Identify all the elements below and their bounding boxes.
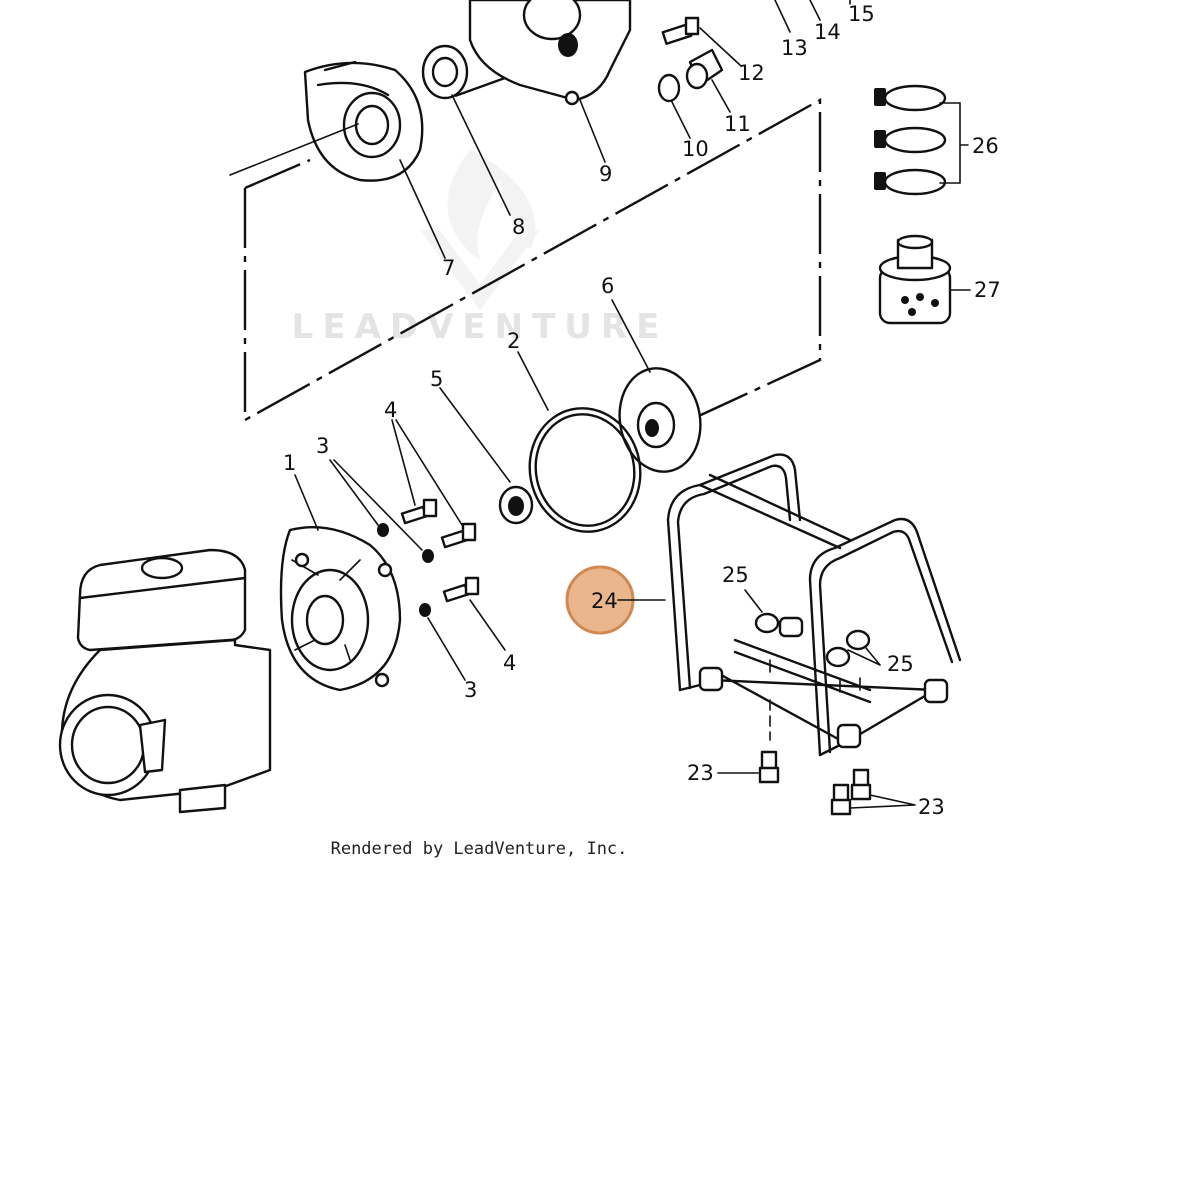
part-25-nuts bbox=[744, 589, 881, 693]
callout-24[interactable]: 24 bbox=[591, 589, 618, 613]
callout-10[interactable]: 10 bbox=[682, 137, 709, 161]
callout-15[interactable]: 15 bbox=[848, 2, 875, 26]
part-8-seal bbox=[421, 44, 511, 216]
callout-4-upper[interactable]: 4 bbox=[384, 398, 397, 422]
part-27-strainer bbox=[878, 234, 971, 325]
part-1-adapter-plate bbox=[279, 474, 402, 692]
part-5-mechanical-seal bbox=[439, 387, 534, 525]
callout-13[interactable]: 13 bbox=[781, 36, 808, 60]
callout-25-upper[interactable]: 25 bbox=[722, 563, 749, 587]
watermark-logo bbox=[420, 150, 540, 310]
part-3-washers bbox=[329, 459, 466, 681]
callout-8[interactable]: 8 bbox=[512, 215, 525, 239]
callout-5[interactable]: 5 bbox=[430, 367, 443, 391]
callout-9[interactable]: 9 bbox=[599, 162, 612, 186]
callout-12[interactable]: 12 bbox=[738, 61, 765, 85]
callout-23-left[interactable]: 23 bbox=[687, 761, 714, 785]
part-26-hose-clamps bbox=[874, 84, 969, 196]
part-6-impeller bbox=[611, 299, 702, 473]
watermark-text: LEADVENTURE bbox=[292, 307, 669, 347]
callout-26[interactable]: 26 bbox=[972, 134, 999, 158]
callout-1[interactable]: 1 bbox=[283, 451, 296, 475]
part-7-volute-casing bbox=[229, 60, 446, 259]
callout-23-right[interactable]: 23 bbox=[918, 795, 945, 819]
part-23-bolts bbox=[717, 699, 916, 816]
callout-3-lower[interactable]: 3 bbox=[464, 678, 477, 702]
part-11-fitting bbox=[685, 48, 731, 113]
callout-25-lower[interactable]: 25 bbox=[887, 652, 914, 676]
callout-4-lower[interactable]: 4 bbox=[503, 651, 516, 675]
part-4-bolts bbox=[391, 419, 506, 651]
callout-11[interactable]: 11 bbox=[724, 112, 751, 136]
callout-7[interactable]: 7 bbox=[442, 256, 455, 280]
parts-13-15-leaders bbox=[774, 0, 851, 33]
part-24-frame bbox=[666, 453, 962, 757]
assembly-outline bbox=[243, 76, 822, 423]
part-9-pump-housing bbox=[468, 0, 632, 163]
engine bbox=[58, 548, 272, 814]
callout-6[interactable]: 6 bbox=[601, 274, 614, 298]
callout-27[interactable]: 27 bbox=[974, 278, 1001, 302]
callout-14[interactable]: 14 bbox=[814, 20, 841, 44]
callout-2[interactable]: 2 bbox=[507, 329, 520, 353]
part-12-screw bbox=[661, 16, 741, 66]
callout-3-upper[interactable]: 3 bbox=[316, 434, 329, 458]
callout-labels: 1 2 3 3 4 4 5 6 7 8 9 10 11 12 13 14 15 … bbox=[283, 2, 1001, 819]
part-10-oring bbox=[657, 73, 691, 139]
part-2-gasket bbox=[517, 351, 642, 533]
credit-text: Rendered by LeadVenture, Inc. bbox=[331, 839, 628, 859]
